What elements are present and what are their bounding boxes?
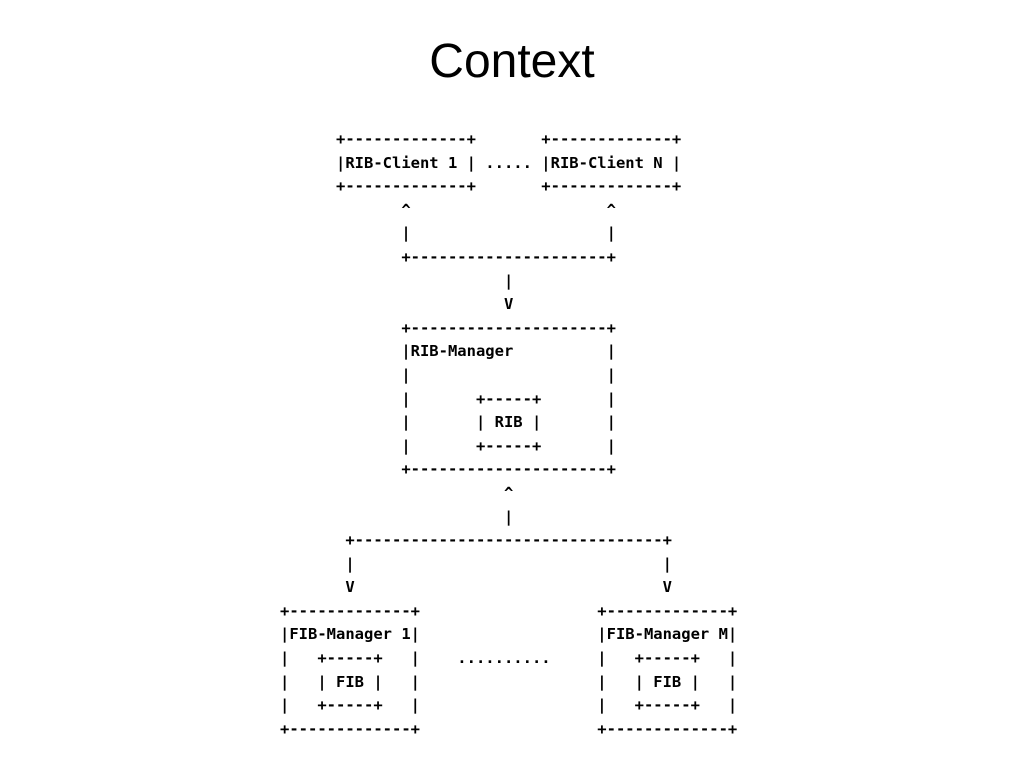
diagram-line: |FIB-Manager 1| |FIB-Manager M| bbox=[280, 625, 738, 644]
diagram-line: +---------------------+ bbox=[280, 460, 616, 479]
diagram-line: +-------------+ +-------------+ bbox=[280, 177, 682, 196]
diagram-line: +---------------------+ bbox=[280, 247, 616, 266]
diagram-line: +-------------+ +-------------+ bbox=[280, 130, 682, 148]
diagram-line: | +-----+ | .......... | +-----+ | bbox=[280, 649, 738, 668]
diagram-line: | +-----+ | bbox=[280, 436, 616, 455]
diagram-line: |RIB-Manager | bbox=[280, 342, 616, 361]
diagram-line: +-------------+ +-------------+ bbox=[280, 601, 738, 620]
diagram-line: | | FIB | | | | FIB | | bbox=[280, 672, 738, 691]
diagram-line: | bbox=[280, 271, 514, 290]
ascii-architecture-diagram: +-------------+ +-------------+ |RIB-Cli… bbox=[280, 128, 737, 741]
diagram-line: ^ bbox=[280, 483, 514, 502]
diagram-line: | | RIB | | bbox=[280, 413, 616, 432]
diagram-line: | | bbox=[280, 224, 616, 243]
diagram-line: +---------------------+ bbox=[280, 318, 616, 337]
diagram-line: | | bbox=[280, 365, 616, 384]
diagram-line: V V bbox=[280, 578, 672, 597]
diagram-line: | | bbox=[280, 554, 672, 573]
diagram-line: ^ ^ bbox=[280, 200, 616, 219]
slide-title: Context bbox=[429, 35, 595, 88]
diagram-line: +-------------+ +-------------+ bbox=[280, 719, 738, 738]
diagram-line: |RIB-Client 1 | ..... |RIB-Client N | bbox=[280, 153, 682, 172]
diagram-line: V bbox=[280, 295, 514, 314]
diagram-line: +---------------------------------+ bbox=[280, 531, 672, 550]
diagram-line: | +-----+ | bbox=[280, 389, 616, 408]
diagram-line: | +-----+ | | +-----+ | bbox=[280, 696, 738, 715]
diagram-line: | bbox=[280, 507, 514, 526]
